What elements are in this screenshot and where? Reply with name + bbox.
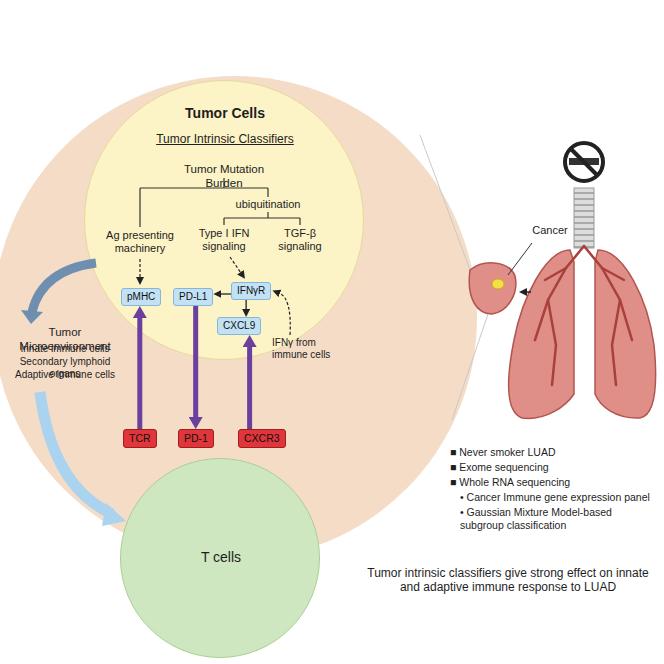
signal-arrow bbox=[245, 300, 246, 310]
label-text: Tumor intrinsic classifiers give strong … bbox=[360, 566, 656, 595]
no-smoking-slash bbox=[571, 149, 597, 175]
no-smoking-sign bbox=[565, 143, 603, 181]
box-label: TCR bbox=[129, 432, 151, 445]
microenvironment-arrow bbox=[40, 392, 112, 514]
label-text: • Cancer Immune gene expression panel bbox=[460, 491, 658, 504]
label-text: ubiquitination bbox=[228, 198, 308, 211]
label-text: Type I IFN signaling bbox=[189, 227, 259, 253]
label-text: ■ Exome sequencing bbox=[450, 461, 656, 474]
arrow-head bbox=[102, 503, 126, 526]
molecule-box: IFNγR bbox=[231, 282, 271, 300]
t-cell-circle: T cells bbox=[120, 458, 320, 658]
label-text: ■ Never smoker LUAD bbox=[450, 446, 656, 459]
box-label: CXCL9 bbox=[223, 320, 255, 332]
label-text: TGF-β signaling bbox=[270, 227, 330, 253]
shape-text: Tumor Intrinsic Classifiers bbox=[135, 132, 315, 146]
dashed-arrow bbox=[139, 259, 140, 278]
label-text: Ag presenting machinery bbox=[88, 229, 192, 255]
box-label: PD-L1 bbox=[179, 291, 207, 303]
label-text: • Gaussian Mixture Model-based subgroup … bbox=[460, 506, 658, 531]
microenvironment-arrow bbox=[32, 263, 96, 312]
dashed-arrow bbox=[230, 257, 241, 273]
box-label: PD-1 bbox=[184, 432, 208, 445]
lobe-arrow bbox=[526, 291, 531, 293]
label-text: Tumor Mutation Burden bbox=[164, 163, 284, 191]
signal-arrow bbox=[220, 293, 231, 294]
tumor-spot bbox=[492, 279, 504, 289]
box-label: pMHC bbox=[127, 291, 155, 303]
shape-text: Adaptive immune cells bbox=[4, 369, 126, 381]
label-text: IFNγ from immune cells bbox=[272, 337, 342, 361]
dashed-arrow bbox=[279, 293, 290, 335]
molecule-box: pMHC bbox=[121, 288, 161, 306]
arrow-head bbox=[21, 310, 43, 324]
zoom-line bbox=[452, 314, 488, 420]
left-lung bbox=[509, 250, 574, 418]
zoom-line bbox=[420, 135, 470, 270]
cancer-leader bbox=[508, 243, 532, 275]
label-text: Cancer bbox=[525, 224, 575, 237]
box-label: CXCR3 bbox=[244, 432, 280, 445]
label-text: ■ Whole RNA sequencing bbox=[450, 476, 656, 489]
shape-text: Innate immune cells bbox=[4, 343, 126, 355]
molecule-box: CXCL9 bbox=[217, 317, 261, 335]
shape-heading: Tumor Cells bbox=[145, 105, 305, 122]
shape-heading: T cells bbox=[161, 549, 281, 566]
molecule-box: PD-L1 bbox=[173, 288, 213, 306]
lung-lobe-piece bbox=[469, 263, 516, 314]
trachea bbox=[574, 188, 594, 248]
binding-arrow bbox=[137, 316, 142, 429]
receptor-box: PD-1 bbox=[178, 429, 214, 448]
right-lung bbox=[595, 250, 656, 418]
binding-arrow bbox=[193, 306, 198, 419]
binding-arrow bbox=[247, 345, 252, 429]
bronchi bbox=[535, 246, 632, 385]
receptor-box: TCR bbox=[123, 429, 157, 448]
receptor-box: CXCR3 bbox=[238, 429, 286, 448]
box-label: IFNγR bbox=[237, 285, 265, 297]
